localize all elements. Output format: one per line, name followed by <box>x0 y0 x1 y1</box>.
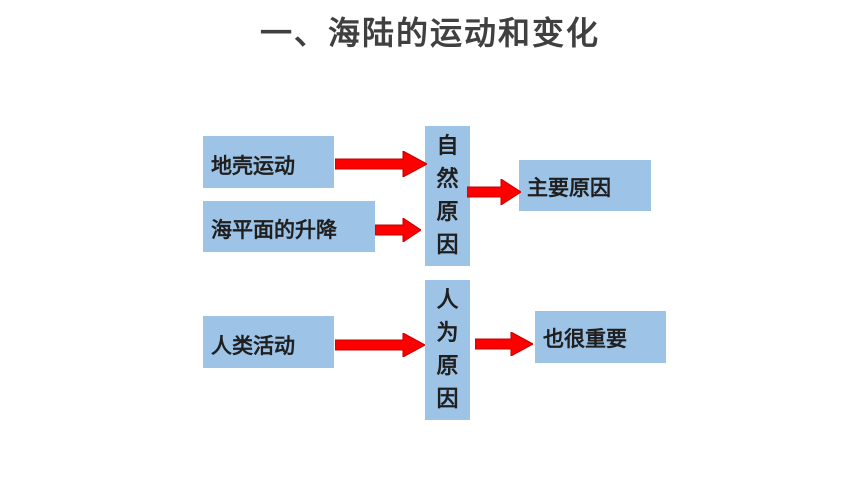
natural-cause-char: 自 <box>436 134 459 159</box>
box-natural-cause: 自 然 原 因 <box>425 126 470 266</box>
box-crust-movement-label: 地壳运动 <box>211 154 295 178</box>
arrow-right-icon <box>475 332 533 356</box>
arrow-right-icon <box>335 151 427 177</box>
box-human-cause: 人 为 原 因 <box>425 280 470 420</box>
human-cause-char: 为 <box>436 321 459 346</box>
arrow-right-icon <box>467 179 521 205</box>
natural-cause-char: 因 <box>436 233 459 258</box>
box-main-cause-label: 主要原因 <box>527 175 611 200</box>
box-human-activity: 人类活动 <box>203 316 334 368</box>
human-cause-char: 人 <box>436 288 459 313</box>
arrow-right-icon <box>335 333 425 357</box>
box-sea-level-change-label: 海平面的升降 <box>211 217 337 242</box>
box-sea-level-change: 海平面的升降 <box>203 201 375 252</box>
page-title: 一、海陆的运动和变化 <box>259 14 600 52</box>
box-also-important: 也很重要 <box>535 311 666 363</box>
box-crust-movement: 地壳运动 <box>203 136 334 188</box>
human-cause-char: 因 <box>436 387 459 412</box>
natural-cause-char: 然 <box>436 167 459 192</box>
human-cause-char: 原 <box>436 354 459 379</box>
box-also-important-label: 也很重要 <box>543 327 627 351</box>
box-main-cause: 主要原因 <box>519 160 651 211</box>
arrow-right-icon <box>375 218 421 242</box>
natural-cause-char: 原 <box>436 200 459 225</box>
box-human-activity-label: 人类活动 <box>211 334 295 358</box>
